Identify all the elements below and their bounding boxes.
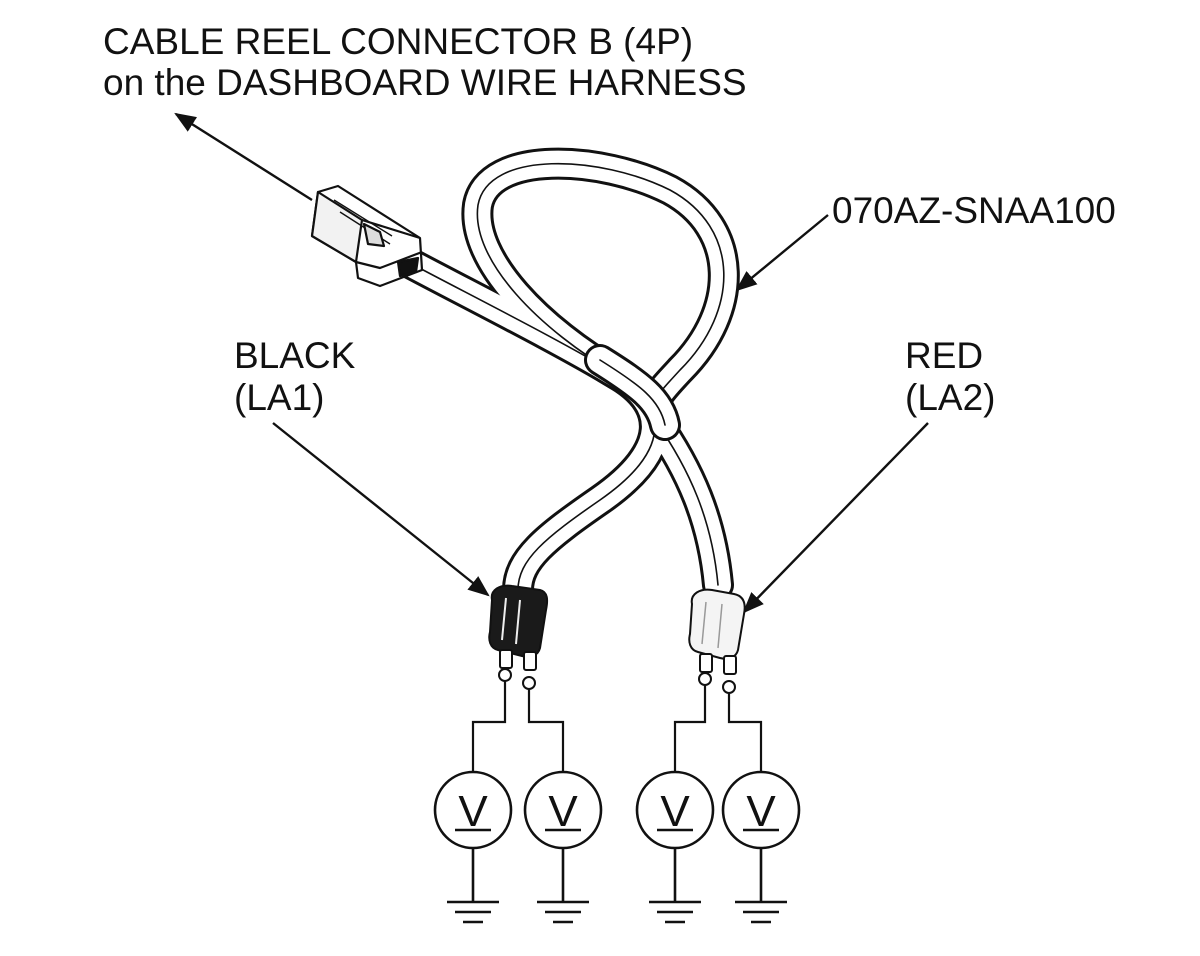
red-terminal-label: (LA2) — [905, 377, 995, 418]
connector-label-line1: CABLE REEL CONNECTOR B (4P) — [103, 21, 693, 62]
red-color-label: RED — [905, 335, 983, 376]
connector-label-line2: on the DASHBOARD WIRE HARNESS — [103, 62, 747, 103]
red-plug-la2 — [688, 588, 746, 694]
connector-leader-arrow — [174, 112, 313, 202]
cable-reel-connector — [310, 184, 424, 288]
black-color-label: BLACK — [234, 335, 356, 376]
red-leader-arrow — [742, 422, 929, 614]
voltmeter-symbol: V — [458, 787, 488, 836]
ground-symbol-1 — [447, 848, 499, 924]
black-terminal-label: (LA1) — [234, 377, 324, 418]
ground-symbol-3 — [649, 848, 701, 924]
ground-symbol-4 — [735, 848, 787, 924]
part-number-label: 070AZ-SNAA100 — [832, 190, 1116, 231]
voltmeter-2: V — [523, 770, 603, 850]
ground-symbol-2 — [537, 848, 589, 924]
black-plug-la1 — [488, 584, 549, 690]
probe-leads — [471, 681, 763, 772]
voltmeter-symbol: V — [548, 787, 578, 836]
voltmeter-symbol: V — [660, 787, 690, 836]
harness-cable — [392, 147, 740, 606]
voltmeter-4: V — [721, 770, 801, 850]
voltmeter-1: V — [433, 770, 513, 850]
part-number-leader-arrow — [735, 214, 829, 292]
voltmeter-symbol: V — [746, 787, 776, 836]
black-leader-arrow — [272, 422, 490, 597]
voltmeter-3: V — [635, 770, 715, 850]
